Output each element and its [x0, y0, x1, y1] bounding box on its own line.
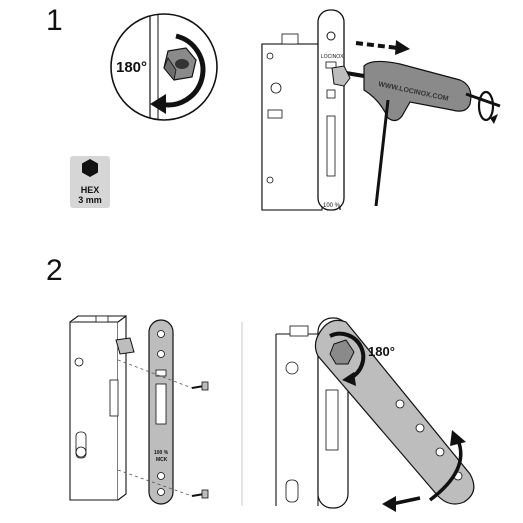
faceplate-label-1: 100 %: [154, 450, 169, 456]
faceplate-label-2: MCK: [156, 457, 168, 463]
dashed-arrow-icon: [355, 40, 410, 55]
hex-icon: [82, 159, 98, 177]
screw-top: [191, 381, 209, 391]
rotate-arrow-icon: [329, 331, 366, 386]
lock-body-step1: [261, 9, 345, 211]
lock-case-label-step1: LOCINOX: [321, 54, 344, 60]
rotate-arrow-icon: [477, 90, 498, 124]
hex-key-tool: WWW.LOCINOX.COM: [331, 60, 501, 207]
rotation-label-step1: 180°: [116, 59, 147, 76]
flat-wrench: [314, 319, 475, 505]
rotate-arrow-icon: [159, 33, 206, 108]
double-arrow-icon: [382, 430, 466, 512]
screw-bottom: [191, 489, 209, 499]
step-number-1: 1: [46, 4, 63, 37]
hex-label: HEX: [80, 185, 100, 195]
alignment-lines: [117, 359, 193, 497]
hex-size-badge: HEX 3 mm: [70, 156, 110, 208]
faceplate: [148, 319, 174, 505]
hex-size: 3 mm: [78, 195, 102, 205]
zoom-detail-circle: 180°: [110, 13, 218, 121]
step-number-2: 2: [46, 254, 63, 287]
backset-label-step1: 100 %: [323, 203, 341, 209]
rotation-label-step2: 180°: [368, 344, 395, 359]
